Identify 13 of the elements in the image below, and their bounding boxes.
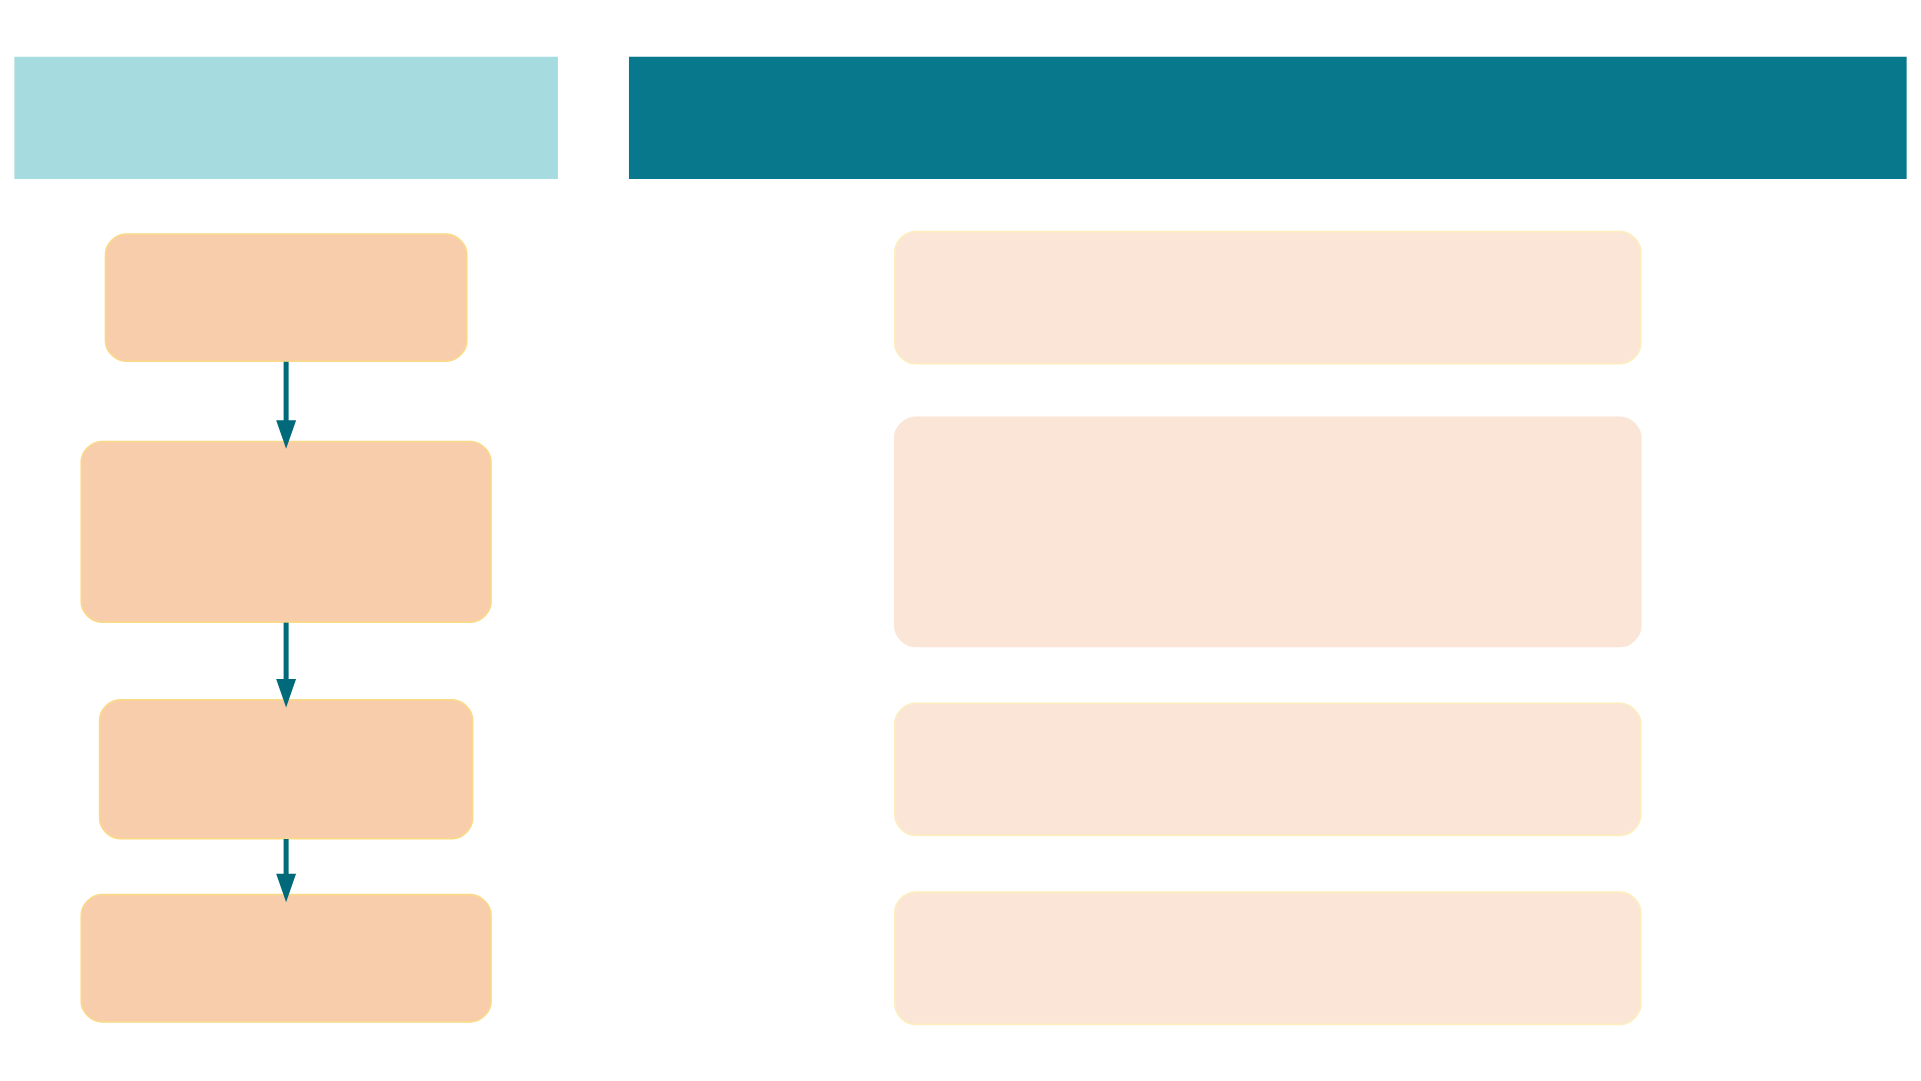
node-box [894, 701, 1642, 836]
node-box [80, 893, 492, 1023]
arrow [276, 361, 297, 449]
node-box [98, 698, 474, 839]
node-bar [14, 56, 558, 179]
node-box [104, 232, 468, 362]
arrow [276, 622, 297, 707]
node-bar [628, 56, 1907, 179]
node-box [894, 415, 1642, 647]
node-box [894, 230, 1642, 365]
arrow [276, 838, 297, 902]
node-box [894, 890, 1642, 1025]
node-box [80, 440, 492, 623]
